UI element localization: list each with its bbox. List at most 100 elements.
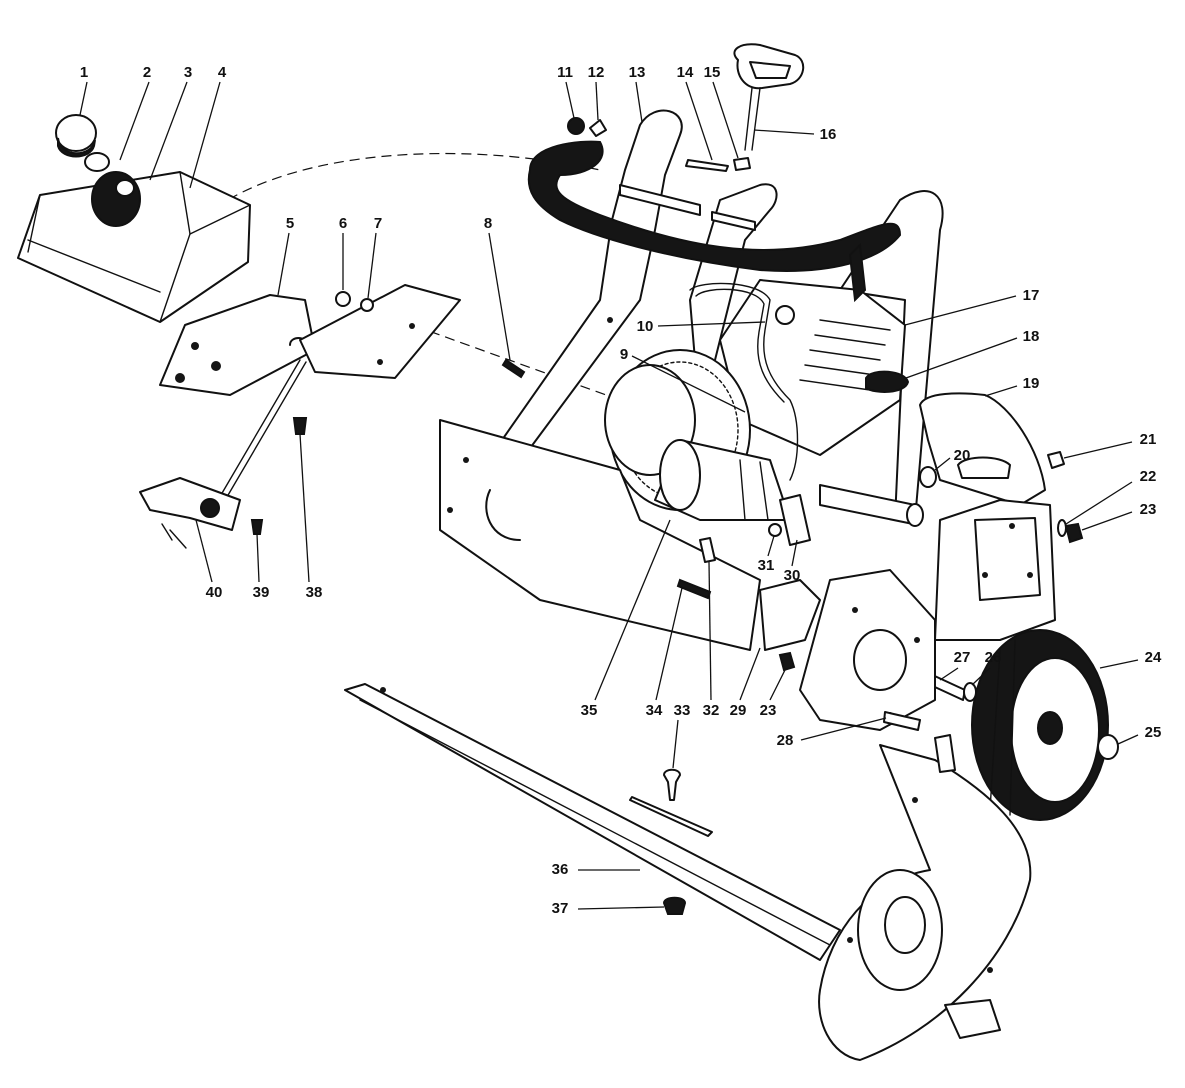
washer-26 (963, 682, 977, 702)
callout-label: 9 (620, 346, 628, 363)
callout-23-lower: 23 (760, 667, 787, 719)
nut-37 (662, 896, 687, 915)
callout-label: 15 (704, 64, 721, 81)
callout-19: 19 (984, 375, 1039, 397)
callout-label: 2 (143, 64, 151, 81)
callout-label: 24 (1145, 649, 1162, 666)
callout-22: 22 (1065, 468, 1156, 525)
callout-label: 27 (954, 649, 971, 666)
callout-35: 35 (581, 519, 671, 719)
callout-label: 5 (286, 215, 294, 232)
callout-label: 16 (820, 126, 837, 143)
callout-label: 7 (374, 215, 382, 232)
callout-11: 11 (557, 64, 575, 119)
scraper-bar (344, 683, 841, 961)
wire-harness-2 (695, 288, 785, 403)
callout-label: 36 (552, 861, 569, 878)
spark-plug-wire (848, 242, 867, 303)
callout-label: 31 (758, 557, 775, 574)
auger-housing (818, 734, 1032, 1061)
nut-21 (1047, 451, 1065, 469)
callout-31: 31 (758, 535, 775, 574)
callout-label: 23 (1140, 501, 1157, 518)
callout-27: 27 (939, 649, 971, 681)
callout-39: 39 (253, 533, 269, 601)
callout-label: 33 (674, 702, 691, 719)
callout-9: 9 (620, 346, 746, 413)
callout-label: 20 (954, 447, 971, 464)
callout-label: 3 (184, 64, 192, 81)
washer-22 (1057, 519, 1067, 537)
engine-shroud (919, 392, 1046, 506)
callout-18: 18 (905, 328, 1039, 379)
callout-3: 3 (149, 64, 192, 181)
washer-15 (733, 157, 751, 171)
axle-bracket (759, 569, 936, 731)
callout-label: 23 (760, 702, 777, 719)
parts-artwork (17, 43, 1119, 1061)
filler-neck (91, 171, 141, 227)
callout-label: 4 (218, 64, 227, 81)
fuel-cap (55, 114, 97, 158)
callout-25: 25 (1117, 724, 1162, 745)
callout-label: 1 (80, 64, 88, 81)
clip-12 (589, 119, 607, 137)
callout-30: 30 (784, 539, 801, 584)
wire-harness (689, 282, 799, 481)
callout-label: 38 (306, 584, 323, 601)
callout-label: 8 (484, 215, 492, 232)
pin-14 (685, 159, 729, 172)
callout-label: 17 (1023, 287, 1040, 304)
callout-label: 30 (784, 567, 801, 584)
callout-label: 10 (637, 318, 654, 335)
callout-37: 37 (552, 900, 665, 917)
grip-highlight-a (619, 184, 701, 216)
grommet-18 (865, 370, 910, 393)
callout-label: 11 (557, 64, 573, 81)
main-frame (439, 419, 761, 651)
callout-label: 35 (581, 702, 598, 719)
washer-20 (919, 466, 937, 488)
callout-1: 1 (79, 64, 88, 116)
callout-label: 14 (677, 64, 694, 81)
callout-label: 25 (1145, 724, 1162, 741)
nut-23-upper (1064, 522, 1084, 544)
fuel-tank (17, 171, 251, 323)
screw-39 (250, 519, 264, 535)
chute-control-rod (139, 359, 307, 549)
callout-24: 24 (1099, 649, 1162, 669)
washer-7 (360, 298, 374, 312)
callout-14: 14 (677, 64, 713, 161)
callout-label: 12 (588, 64, 605, 81)
callout-6: 6 (339, 215, 347, 290)
scraper-blade (629, 796, 713, 837)
callout-label: 29 (730, 702, 747, 719)
assembly-guide-line-2 (414, 325, 621, 401)
control-bracket-plate (299, 284, 461, 379)
callout-38: 38 (299, 433, 323, 601)
callout-label: 6 (339, 215, 347, 232)
wheel (971, 629, 1109, 821)
callout-34: 34 (646, 587, 683, 719)
callout-23-upper: 23 (1081, 501, 1157, 531)
callout-label: 32 (703, 702, 720, 719)
side-housing-plate (934, 499, 1056, 641)
callout-2: 2 (119, 64, 151, 161)
callout-28: 28 (777, 717, 887, 749)
spring-8 (501, 358, 526, 379)
callout-17: 17 (904, 287, 1040, 326)
callout-label: 28 (777, 732, 794, 749)
callout-12: 12 (588, 64, 605, 121)
callout-label: 34 (646, 702, 663, 719)
callout-36: 36 (552, 861, 640, 878)
starter-motor (654, 439, 791, 521)
callout-20: 20 (934, 447, 971, 471)
bolt-34 (676, 578, 712, 600)
callout-26: 26 (971, 649, 1001, 686)
callout-label: 37 (552, 900, 569, 917)
callout-21: 21 (1063, 431, 1156, 459)
callout-10: 10 (637, 318, 766, 335)
starter-handle (733, 43, 805, 151)
nut-23-lower (778, 651, 796, 672)
